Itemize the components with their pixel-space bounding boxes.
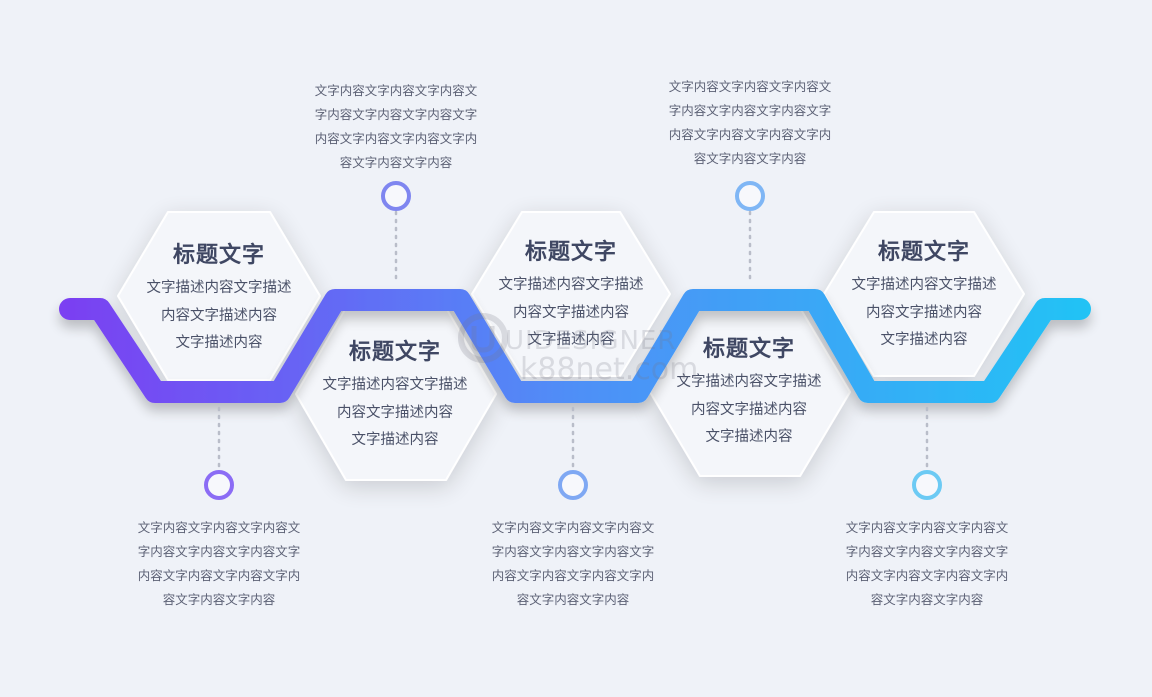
callout-2-line-1: 文字内容文字内容文字内容文 <box>314 83 478 98</box>
step-3-text: 标题文字 文字描述内容文字描述 内容文字描述内容 文字描述内容 <box>481 234 661 355</box>
hexagon-step-3 <box>471 211 671 377</box>
callout-4-line-1: 文字内容文字内容文字内容文 <box>668 79 832 94</box>
ring-marker-2 <box>381 181 411 211</box>
callout-3-line-3: 内容文字内容文字内容文字内 <box>491 568 655 583</box>
callout-4-line-2: 字内容文字内容文字内容文字 <box>668 103 832 118</box>
watermark-site: k88net.com <box>520 352 699 387</box>
callout-1: 文字内容文字内容文字内容文 字内容文字内容文字内容文字 内容文字内容文字内容文字… <box>129 516 309 612</box>
ring-marker-1 <box>204 470 234 500</box>
step-2-title: 标题文字 <box>348 340 441 365</box>
watermark-brand: UIDESIGNER <box>505 326 677 356</box>
step-1-desc-line-1: 文字描述内容文字描述 <box>146 280 292 296</box>
ring-marker-4 <box>735 181 765 211</box>
callout-3: 文字内容文字内容文字内容文 字内容文字内容文字内容文字 内容文字内容文字内容文字… <box>483 516 663 612</box>
ring-marker-3 <box>558 470 588 500</box>
callout-5-line-3: 内容文字内容文字内容文字内 <box>845 568 1009 583</box>
callout-2: 文字内容文字内容文字内容文 字内容文字内容文字内容文字 内容文字内容文字内容文字… <box>306 79 486 175</box>
step-2-desc-line-3: 文字描述内容 <box>351 432 439 448</box>
callout-1-line-2: 字内容文字内容文字内容文字 <box>137 544 301 559</box>
callout-4: 文字内容文字内容文字内容文 字内容文字内容文字内容文字 内容文字内容文字内容文字… <box>660 75 840 171</box>
callout-3-line-2: 字内容文字内容文字内容文字 <box>491 544 655 559</box>
step-2-desc-line-2: 内容文字描述内容 <box>337 404 453 421</box>
hexagon-step-1 <box>117 211 321 381</box>
step-4-title: 标题文字 <box>702 337 795 362</box>
step-1-title: 标题文字 <box>172 243 265 268</box>
step-2-text: 标题文字 文字描述内容文字描述 内容文字描述内容 文字描述内容 <box>305 334 485 455</box>
callout-5: 文字内容文字内容文字内容文 字内容文字内容文字内容文字 内容文字内容文字内容文字… <box>837 516 1017 612</box>
step-3-desc-line-2: 内容文字描述内容 <box>513 304 629 321</box>
timeline-path <box>59 289 1091 403</box>
callout-3-line-4: 容文字内容文字内容 <box>516 592 630 607</box>
callout-4-line-3: 内容文字内容文字内容文字内 <box>668 127 832 142</box>
step-5-desc-line-2: 内容文字描述内容 <box>866 304 982 321</box>
step-3-desc-line-3: 文字描述内容 <box>527 332 615 348</box>
callout-1-line-4: 容文字内容文字内容 <box>162 592 276 607</box>
callout-4-line-4: 容文字内容文字内容 <box>693 151 807 166</box>
step-4-desc-line-2: 内容文字描述内容 <box>691 401 807 418</box>
step-5-text: 标题文字 文字描述内容文字描述 内容文字描述内容 文字描述内容 <box>834 234 1014 355</box>
watermark-logo-icon <box>458 313 508 363</box>
step-5-desc-line-1: 文字描述内容文字描述 <box>851 277 997 293</box>
step-1-text: 标题文字 文字描述内容文字描述 内容文字描述内容 文字描述内容 <box>129 237 309 358</box>
step-3-desc-line-1: 文字描述内容文字描述 <box>498 277 644 293</box>
step-2-desc-line-1: 文字描述内容文字描述 <box>322 377 468 393</box>
callout-3-line-1: 文字内容文字内容文字内容文 <box>491 520 655 535</box>
callout-1-line-1: 文字内容文字内容文字内容文 <box>137 520 301 535</box>
callout-2-line-4: 容文字内容文字内容 <box>339 155 453 170</box>
step-1-desc-line-3: 文字描述内容 <box>175 335 263 351</box>
step-4-text: 标题文字 文字描述内容文字描述 内容文字描述内容 文字描述内容 <box>659 331 839 452</box>
step-3-title: 标题文字 <box>524 240 617 265</box>
step-4-desc-line-1: 文字描述内容文字描述 <box>676 374 822 390</box>
step-5-desc-line-3: 文字描述内容 <box>880 332 968 348</box>
callout-5-line-1: 文字内容文字内容文字内容文 <box>845 520 1009 535</box>
callout-5-line-2: 字内容文字内容文字内容文字 <box>845 544 1009 559</box>
step-1-desc-line-2: 内容文字描述内容 <box>161 307 277 324</box>
watermark <box>455 310 705 390</box>
callout-2-line-3: 内容文字内容文字内容文字内 <box>314 131 478 146</box>
callout-2-line-2: 字内容文字内容文字内容文字 <box>314 107 478 122</box>
step-4-desc-line-3: 文字描述内容 <box>705 429 793 445</box>
step-5-title: 标题文字 <box>877 240 970 265</box>
callout-5-line-4: 容文字内容文字内容 <box>870 592 984 607</box>
callout-1-line-3: 内容文字内容文字内容文字内 <box>137 568 301 583</box>
ring-marker-5 <box>912 470 942 500</box>
